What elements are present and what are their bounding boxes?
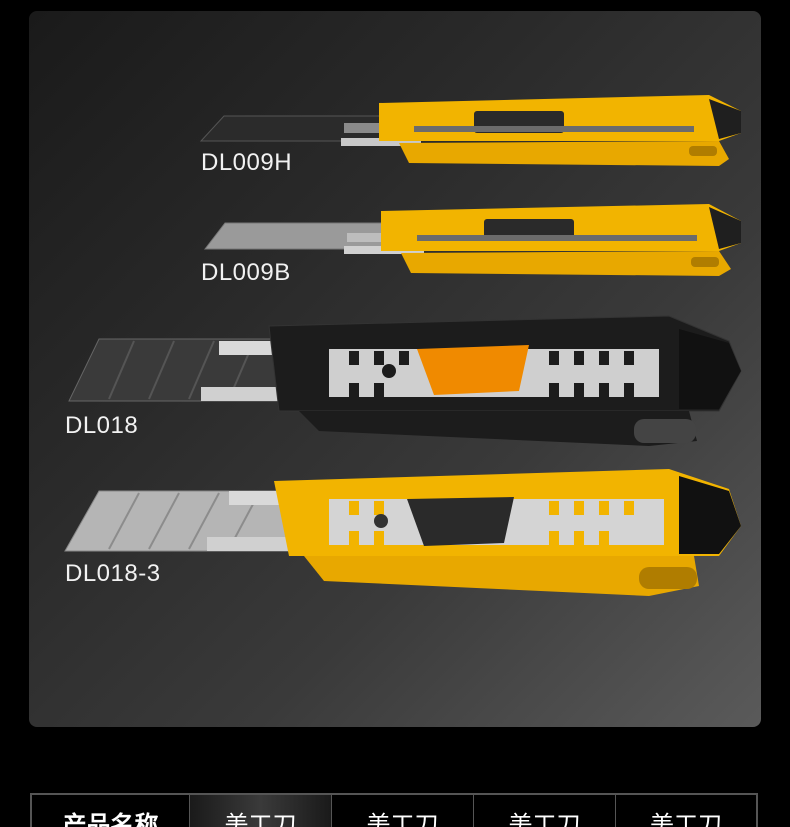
model-label-dl018-3: DL018-3 [65, 560, 161, 587]
model-label-dl009b: DL009B [201, 259, 291, 286]
spec-table: 产品名称 美工刀 美工刀 美工刀 美工刀 [30, 793, 758, 827]
knife-dl018-3 [64, 469, 741, 596]
knife-dl009b [203, 204, 741, 276]
knife-dl009h [199, 95, 741, 166]
table-cell: 美工刀 [332, 795, 474, 827]
table-header-product-name: 产品名称 [32, 795, 190, 827]
product-photo-panel: DL009H DL009B DL018 DL018-3 [29, 11, 761, 727]
utility-knives-image [64, 95, 742, 596]
table-cell: 美工刀 [616, 795, 756, 827]
table-cell: 美工刀 [474, 795, 616, 827]
knife-dl018 [68, 315, 742, 446]
table-cell: 美工刀 [190, 795, 332, 827]
model-label-dl009h: DL009H [201, 149, 293, 176]
model-label-dl018: DL018 [65, 412, 139, 439]
